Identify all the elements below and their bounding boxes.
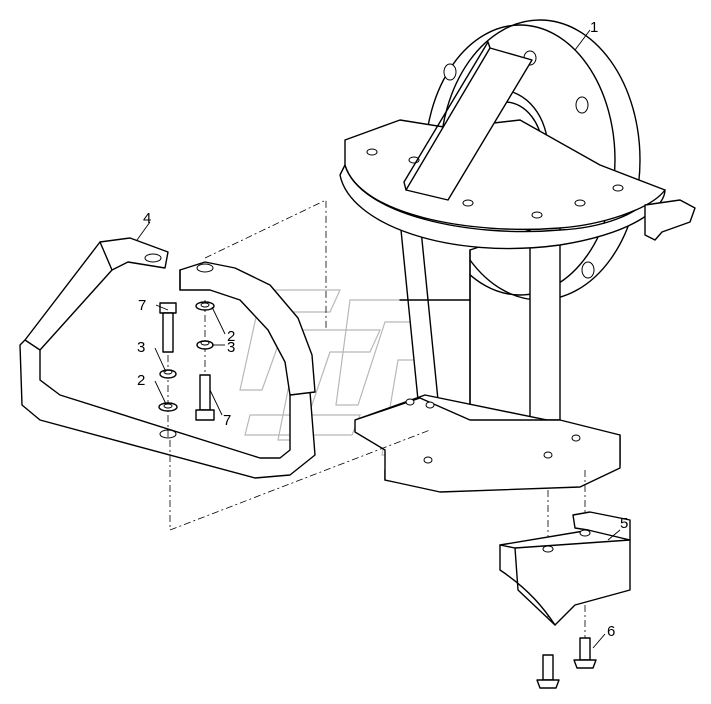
- callout-leaders: [136, 29, 621, 649]
- callout-6: 6: [607, 623, 615, 640]
- callout-7-right: 7: [223, 412, 231, 429]
- part-7-bolt-right: [195, 374, 215, 421]
- callout-2-right: 2: [227, 328, 235, 345]
- part-5-wedge-block: [499, 511, 631, 626]
- callout-7-left: 7: [138, 297, 146, 314]
- fasteners: [158, 301, 215, 421]
- flange-bolt-hole: [443, 63, 457, 81]
- part-6-screws: [536, 637, 597, 689]
- flange-bolt-hole: [581, 261, 595, 279]
- callout-4: 4: [143, 210, 151, 227]
- callout-labels: 1 4 7 3 2 2 3 7 5 6: [137, 19, 628, 640]
- flange-bolt-hole: [575, 96, 589, 114]
- part-1-flange-housing: [339, 19, 696, 493]
- callout-3-left: 3: [137, 339, 145, 356]
- part-4-bracket: [19, 237, 316, 479]
- part-7-bolt-left: [159, 302, 177, 353]
- callout-5: 5: [620, 515, 628, 532]
- callout-3-right: 3: [227, 339, 235, 356]
- callout-1: 1: [590, 19, 598, 36]
- callout-2-left: 2: [137, 372, 145, 389]
- part-2-washer-right: [195, 301, 215, 311]
- part-2-washer-left: [158, 402, 178, 412]
